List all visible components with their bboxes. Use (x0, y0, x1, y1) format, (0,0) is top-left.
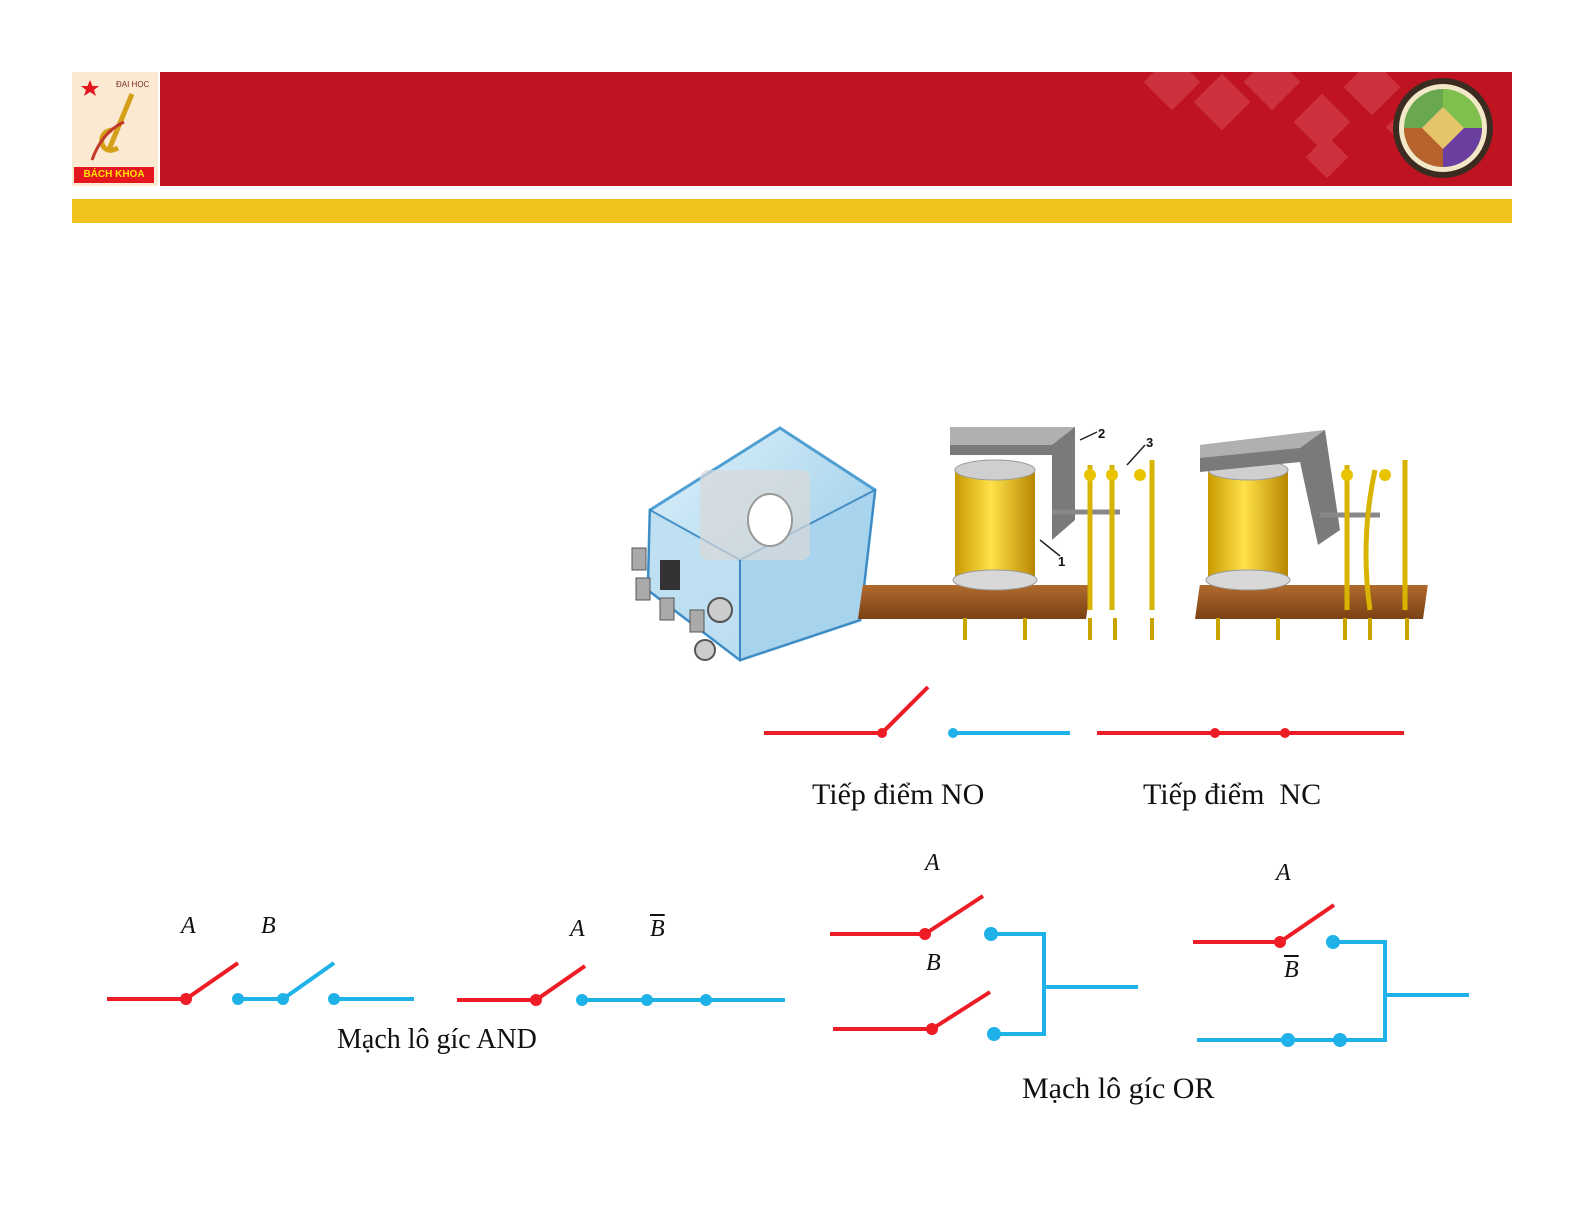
and-var-a: A (181, 913, 196, 940)
part-label-2: 2 (1098, 426, 1105, 441)
or2-var-a: A (1276, 860, 1291, 887)
no-contact-symbol (764, 687, 1070, 738)
and-circuit-a-notb (457, 966, 785, 1006)
and2-var-notb: B (650, 916, 665, 943)
and-var-b: B (261, 913, 276, 940)
and-circuit-label: Mạch lô gíc AND (337, 1024, 537, 1056)
part-label-1: 1 (1058, 554, 1065, 569)
nc-contact-label: Tiếp điểm NC (1143, 778, 1321, 812)
nc-contact-symbol (1097, 728, 1404, 738)
or-circuit-a-b (830, 896, 1138, 1041)
or-circuit-a-notb (1193, 905, 1469, 1047)
no-contact-label: Tiếp điểm NO (812, 778, 984, 812)
relay-photo (632, 428, 875, 660)
or-circuit-label: Mạch lô gíc OR (1022, 1072, 1214, 1106)
relay-drawing-closed (1195, 430, 1428, 640)
part-label-3: 3 (1146, 435, 1153, 450)
or-var-b: B (926, 950, 941, 977)
or-var-a: A (925, 850, 940, 877)
relay-drawing-open: 2 3 1 (858, 426, 1153, 640)
and2-var-a: A (570, 916, 585, 943)
and-circuit-ab (107, 963, 414, 1005)
or2-var-notb: B (1284, 957, 1299, 984)
